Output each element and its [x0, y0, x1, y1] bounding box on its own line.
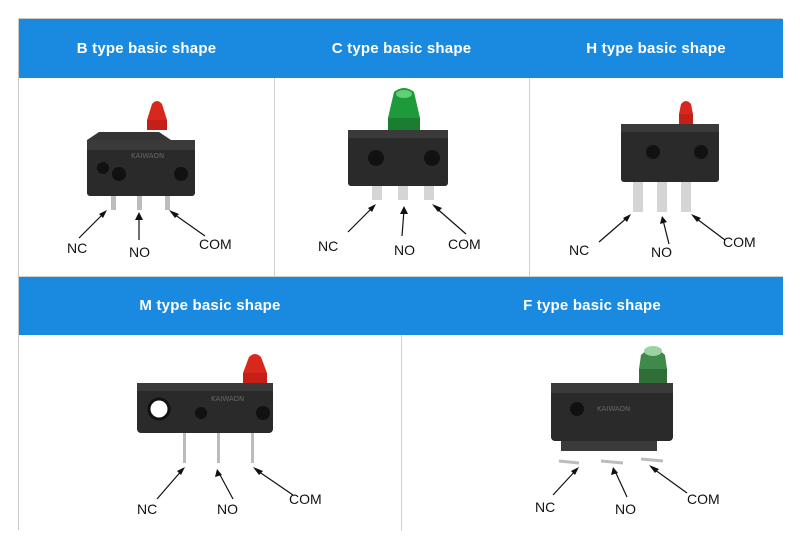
- panel-m-type: M type basic shape KAIWAON: [19, 276, 401, 531]
- terminal-label-no: NO: [394, 242, 415, 258]
- switch-m-type-image: KAIWAON: [137, 354, 294, 500]
- terminal-label-com: COM: [448, 236, 481, 252]
- switch-f-type-image: KAIWAON: [551, 346, 688, 498]
- actuator-plunger: [147, 101, 167, 120]
- terminal-label-nc: NC: [535, 499, 556, 515]
- switch-c-type-image: [347, 88, 467, 237]
- panel-title: H type basic shape: [529, 19, 783, 78]
- terminal-label-com: COM: [199, 236, 232, 252]
- divider: [19, 276, 783, 277]
- switch-h-type-image: [598, 101, 726, 245]
- panel-title: C type basic shape: [274, 19, 529, 78]
- panel-title: F type basic shape: [401, 276, 783, 335]
- terminal-label-com: COM: [723, 234, 756, 250]
- terminal-label-no: NO: [651, 244, 672, 260]
- switch-b-type-image: KAIWAON: [78, 101, 206, 240]
- panel-image-area: KAIWAON NC NO COM: [19, 78, 274, 276]
- divider: [274, 78, 275, 276]
- svg-text:KAIWAON: KAIWAON: [211, 395, 244, 403]
- terminal-label-no: NO: [217, 501, 238, 517]
- panel-f-type: F type basic shape KAIWAON: [401, 276, 783, 531]
- terminal-label-nc: NC: [569, 242, 590, 258]
- panel-title: M type basic shape: [19, 276, 401, 335]
- terminal-label-com: COM: [289, 491, 322, 507]
- panel-title: B type basic shape: [19, 19, 274, 78]
- panel-image-area: NC NO COM: [274, 78, 529, 276]
- divider: [401, 335, 402, 531]
- panel-image-area: KAIWAON NC NO COM: [19, 335, 401, 531]
- terminal-label-nc: NC: [318, 238, 339, 254]
- panel-image-area: NC NO COM: [529, 78, 783, 276]
- terminal-label-nc: NC: [137, 501, 158, 517]
- divider: [529, 78, 530, 276]
- product-grid: B type basic shape KAIWAON: [18, 18, 783, 531]
- terminal-label-nc: NC: [67, 240, 88, 256]
- svg-text:KAIWAON: KAIWAON: [131, 152, 164, 160]
- terminal-label-no: NO: [615, 501, 636, 517]
- panel-h-type: H type basic shape NC NO COM: [529, 19, 783, 276]
- terminal-label-com: COM: [687, 491, 720, 507]
- panel-image-area: KAIWAON NC NO COM: [401, 335, 783, 531]
- panel-b-type: B type basic shape KAIWAON: [19, 19, 274, 276]
- panel-c-type: C type basic shape NC NO: [274, 19, 529, 276]
- svg-text:KAIWAON: KAIWAON: [597, 405, 630, 413]
- terminal-label-no: NO: [129, 244, 150, 260]
